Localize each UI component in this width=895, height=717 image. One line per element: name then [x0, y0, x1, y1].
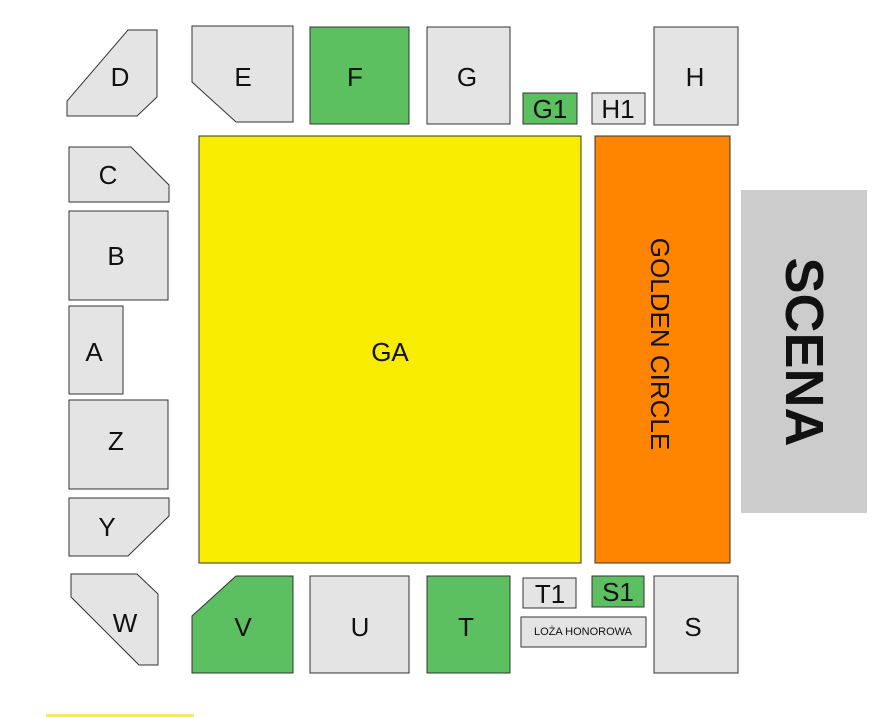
section-s-shape — [653, 575, 739, 674]
section-d-shape — [66, 29, 158, 117]
section-h1[interactable]: H1 — [591, 92, 646, 125]
section-s1-shape — [591, 575, 645, 608]
section-y[interactable]: Y — [68, 497, 170, 557]
section-c[interactable]: C — [68, 146, 170, 203]
section-b-label: B — [107, 241, 124, 271]
section-a-shape — [68, 305, 124, 395]
section-g1-shape — [522, 92, 578, 125]
section-g-shape — [426, 26, 511, 125]
section-b-shape — [68, 210, 169, 301]
section-f-shape — [309, 26, 410, 125]
section-g[interactable]: G — [426, 26, 511, 125]
section-h-label: H — [686, 62, 705, 92]
section-e[interactable]: E — [191, 25, 294, 123]
section-ga-label: GA — [371, 337, 409, 367]
section-s-label: S — [684, 612, 701, 642]
legend-bar — [46, 714, 194, 717]
stage-block: SCENA — [741, 190, 867, 513]
section-loza-honorowa-shape — [520, 616, 647, 648]
section-loza-honorowa-label: LOŻA HONOROWA — [534, 625, 633, 638]
section-h1-shape — [591, 92, 646, 125]
section-w[interactable]: W — [70, 573, 159, 666]
section-e-label: E — [234, 62, 251, 92]
section-v-shape — [191, 575, 294, 674]
section-v[interactable]: V — [191, 575, 294, 674]
section-w-label: W — [113, 608, 138, 638]
section-c-shape — [68, 146, 170, 203]
section-v-label: V — [234, 612, 252, 642]
section-a[interactable]: A — [68, 305, 124, 395]
section-f-label: F — [347, 62, 363, 92]
stage-label: SCENA — [774, 257, 834, 446]
section-t1-label: T1 — [535, 579, 565, 609]
section-golden-circle-shape — [594, 135, 731, 564]
section-s[interactable]: S — [653, 575, 739, 674]
stage-area — [741, 190, 867, 513]
section-ga-shape — [198, 135, 582, 564]
section-t1-shape — [522, 577, 577, 609]
section-g-label: G — [457, 62, 477, 92]
section-y-shape — [68, 497, 170, 557]
section-w-shape — [70, 573, 159, 666]
section-loza-honorowa[interactable]: LOŻA HONOROWA — [520, 616, 647, 648]
section-golden-circle[interactable]: GOLDEN CIRCLE — [594, 135, 731, 564]
section-e-shape — [191, 25, 294, 123]
section-b[interactable]: B — [68, 210, 169, 301]
section-s1[interactable]: S1 — [591, 575, 645, 608]
section-s1-label: S1 — [602, 577, 634, 607]
section-d[interactable]: D — [66, 29, 158, 117]
section-y-label: Y — [98, 512, 115, 542]
section-z-shape — [68, 399, 169, 490]
section-h-shape — [653, 26, 739, 126]
section-t-label: T — [458, 612, 474, 642]
section-u-label: U — [351, 612, 370, 642]
section-d-label: D — [111, 62, 130, 92]
section-u[interactable]: U — [309, 575, 410, 674]
section-t1[interactable]: T1 — [522, 577, 577, 609]
section-h[interactable]: H — [653, 26, 739, 126]
section-f[interactable]: F — [309, 26, 410, 125]
section-a-label: A — [85, 337, 103, 367]
section-c-label: C — [99, 160, 118, 190]
section-z-label: Z — [108, 426, 124, 456]
section-u-shape — [309, 575, 410, 674]
section-ga[interactable]: GA — [198, 135, 582, 564]
section-z[interactable]: Z — [68, 399, 169, 490]
section-h1-label: H1 — [601, 94, 634, 124]
section-golden-circle-label: GOLDEN CIRCLE — [645, 238, 675, 450]
section-t[interactable]: T — [426, 575, 511, 674]
section-t-shape — [426, 575, 511, 674]
section-g1-label: G1 — [533, 94, 568, 124]
section-g1[interactable]: G1 — [522, 92, 578, 125]
